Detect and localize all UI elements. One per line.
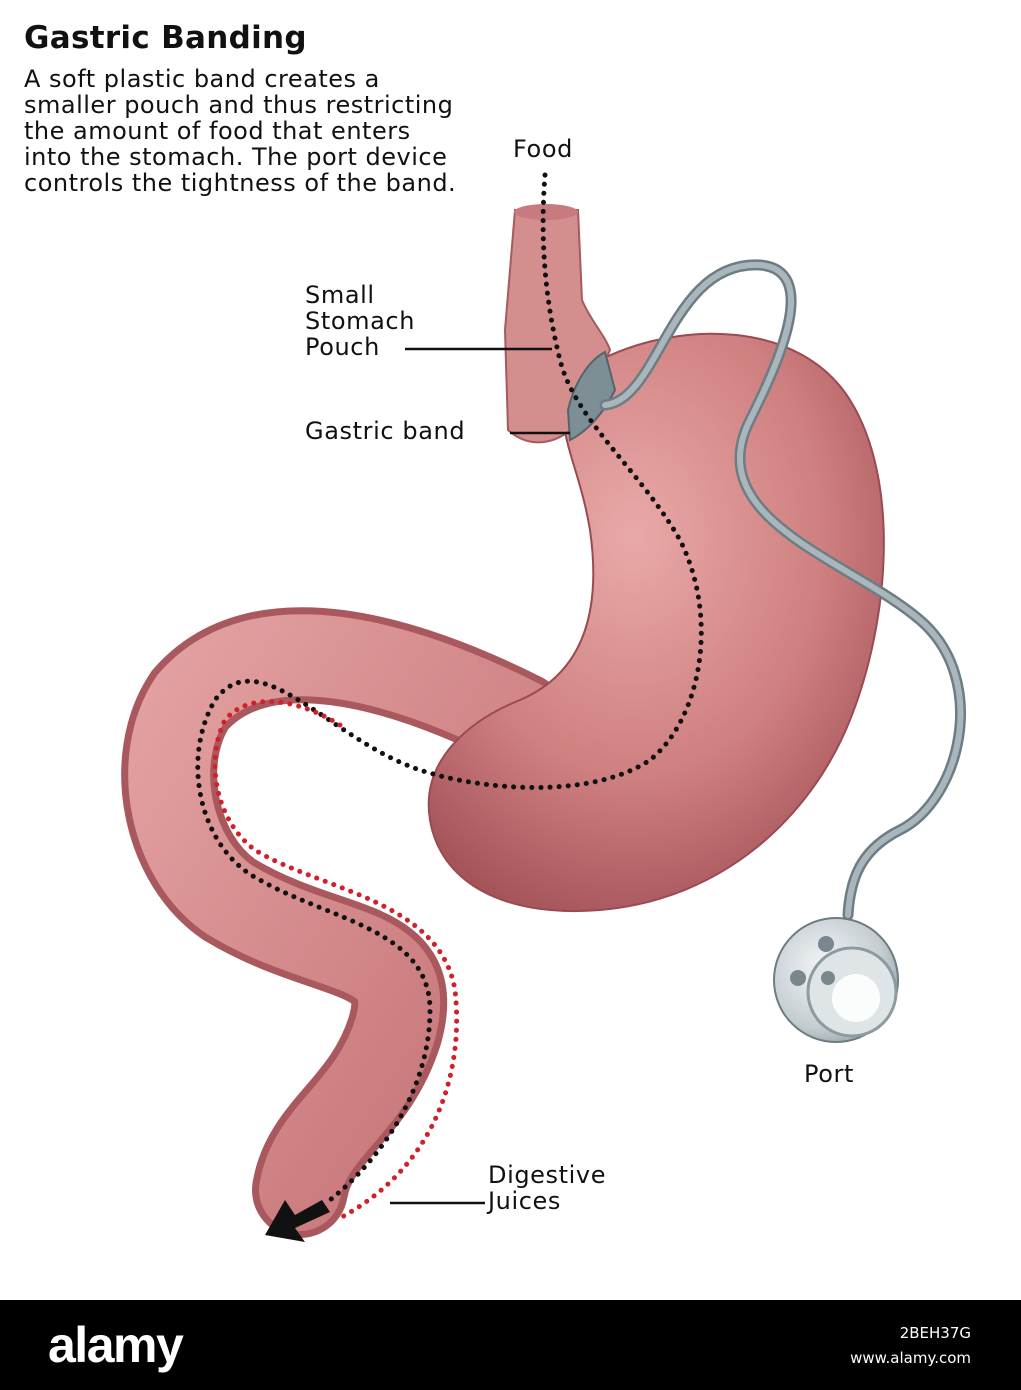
label-pouch-line1: Small — [305, 281, 375, 309]
label-small-stomach-pouch: Small Stomach Pouch — [305, 282, 415, 360]
diagram-stage: Gastric Banding A soft plastic band crea… — [24, 20, 966, 1242]
image-id: 2BEH37G — [899, 1324, 971, 1342]
label-pouch-line2: Stomach — [305, 307, 416, 335]
label-digestive-juices: Digestive Juices — [488, 1162, 606, 1214]
food-path — [195, 172, 704, 1203]
label-pouch-line3: Pouch — [305, 333, 380, 361]
diagram-title: Gastric Banding — [24, 20, 307, 56]
exit-arrow — [265, 1200, 330, 1242]
label-port: Port — [804, 1060, 854, 1088]
site-url: www.alamy.com — [850, 1349, 971, 1367]
port-device — [773, 917, 899, 1043]
juice-path — [212, 699, 460, 1221]
label-juices-line1: Digestive — [488, 1161, 607, 1189]
label-gastric-band: Gastric band — [305, 417, 466, 445]
label-juices-line2: Juices — [488, 1187, 562, 1215]
diagram-description: A soft plastic band creates a smaller po… — [24, 65, 457, 197]
watermark-footer: alamy 2BEH37G www.alamy.com — [0, 1300, 1021, 1390]
label-food: Food — [513, 135, 573, 163]
band — [566, 350, 617, 442]
stomach-illustration — [121, 172, 966, 1242]
brand-logo: alamy — [48, 1317, 184, 1373]
stomach — [427, 332, 885, 912]
